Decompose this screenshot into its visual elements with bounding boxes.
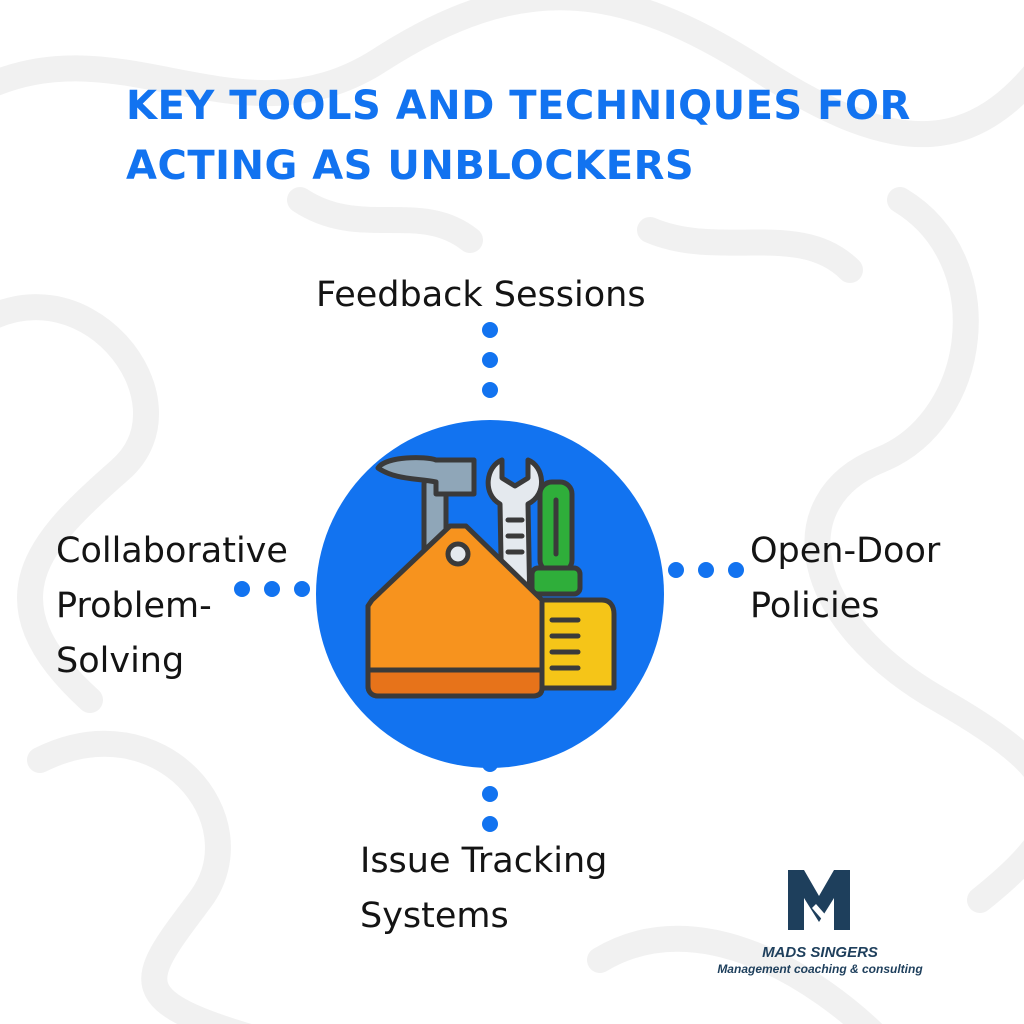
- connector-dot: [482, 322, 498, 338]
- node-feedback-sessions: Feedback Sessions: [316, 268, 646, 323]
- brand-tagline: Management coaching & consulting: [717, 962, 923, 976]
- node-issue-tracking-line-2: Systems: [360, 896, 509, 936]
- connector-dot: [482, 786, 498, 802]
- connector-dot: [698, 562, 714, 578]
- mads-singers-m-logo: [788, 870, 850, 930]
- connector-dot: [668, 562, 684, 578]
- node-collaborative-line-3: Solving: [56, 641, 185, 681]
- node-open-door-line-1: Open-Door: [750, 531, 941, 571]
- connector-dot: [482, 352, 498, 368]
- connector-dot: [482, 816, 498, 832]
- connector-dot: [264, 581, 280, 597]
- node-collaborative-line-2: Problem-: [56, 586, 212, 626]
- node-collaborative-problem-solving: Collaborative Problem- Solving: [56, 524, 288, 689]
- central-hub-circle: [316, 420, 664, 768]
- node-open-door-policies: Open-Door Policies: [750, 524, 940, 634]
- connector-dot: [728, 562, 744, 578]
- node-issue-tracking-line-1: Issue Tracking: [360, 841, 608, 881]
- node-issue-tracking-systems: Issue Tracking Systems: [360, 834, 607, 944]
- connector-dot: [234, 581, 250, 597]
- connector-dot: [482, 382, 498, 398]
- brand-block: MADS SINGERS Management coaching & consu…: [700, 858, 940, 978]
- title-line-2: ACTING AS UNBLOCKERS: [126, 143, 695, 189]
- connector-dot: [294, 581, 310, 597]
- page-title: KEY TOOLS AND TECHNIQUES FOR ACTING AS U…: [126, 76, 986, 196]
- node-feedback-sessions-line-1: Feedback Sessions: [316, 275, 646, 315]
- node-open-door-line-2: Policies: [750, 586, 880, 626]
- toolbox-icon: [365, 455, 617, 699]
- title-line-1: KEY TOOLS AND TECHNIQUES FOR: [126, 83, 911, 129]
- node-collaborative-line-1: Collaborative: [56, 531, 288, 571]
- brand-name: MADS SINGERS: [762, 944, 878, 961]
